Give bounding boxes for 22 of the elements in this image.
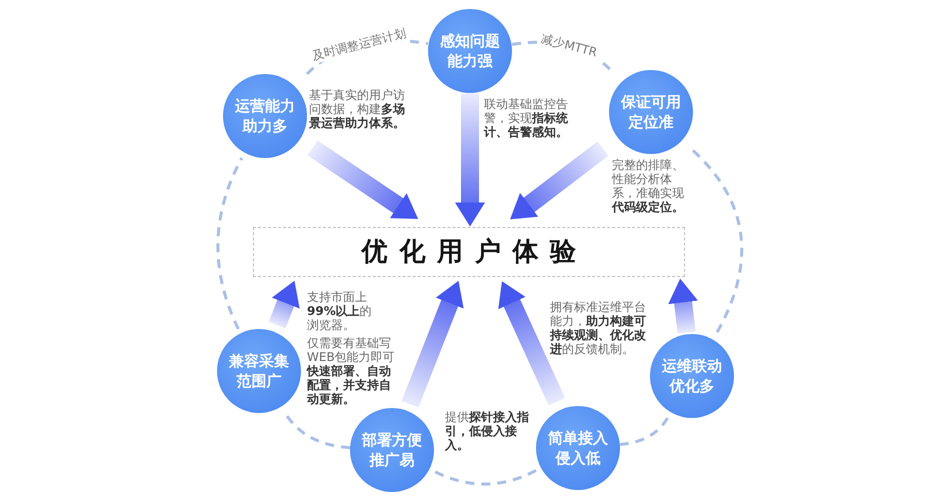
description-text: 仅需要有基础写WEB包能力即可快速部署、自动配置，并支持自动更新。 xyxy=(307,336,396,406)
feature-label: 感知问题能力强 xyxy=(439,31,501,71)
dashed-connector xyxy=(620,417,669,446)
description-text: 联动基础监控告警，实现指标统计、告警感知。 xyxy=(484,97,569,139)
feature-label: 运营能力助力多 xyxy=(234,96,296,136)
dashed-frame xyxy=(253,227,685,277)
feature-label: 部署方便推广易 xyxy=(360,430,423,470)
feature-label: 简单接入侵入低 xyxy=(547,428,609,468)
description-text: 提供探针接入指引，低侵入接入。 xyxy=(445,410,530,452)
theme-text: 优化用户体验 xyxy=(362,236,588,268)
description-text: 支持市面上99%以上的浏览器。 xyxy=(307,290,372,332)
arrow xyxy=(668,277,698,334)
feature-label: 兼容采集范围广 xyxy=(228,351,290,391)
arrow xyxy=(455,94,485,226)
description-text: 完整的排障、性能分析体系，准确实现代码级定位。 xyxy=(612,158,685,214)
dashed-connector xyxy=(433,469,537,486)
feature-label: 运维联动优化多 xyxy=(661,356,723,396)
dashed-connector xyxy=(216,157,244,330)
description-text: 拥有标准运维平台能力，助力构建可持续观测、优化改进的反馈机制。 xyxy=(550,300,647,356)
dashed-connector xyxy=(692,149,744,335)
feature-label: 保证可用定位准 xyxy=(620,92,682,132)
description-text: 基于真实的用户访问数据，构建多场景运营助力体系。 xyxy=(309,88,406,130)
